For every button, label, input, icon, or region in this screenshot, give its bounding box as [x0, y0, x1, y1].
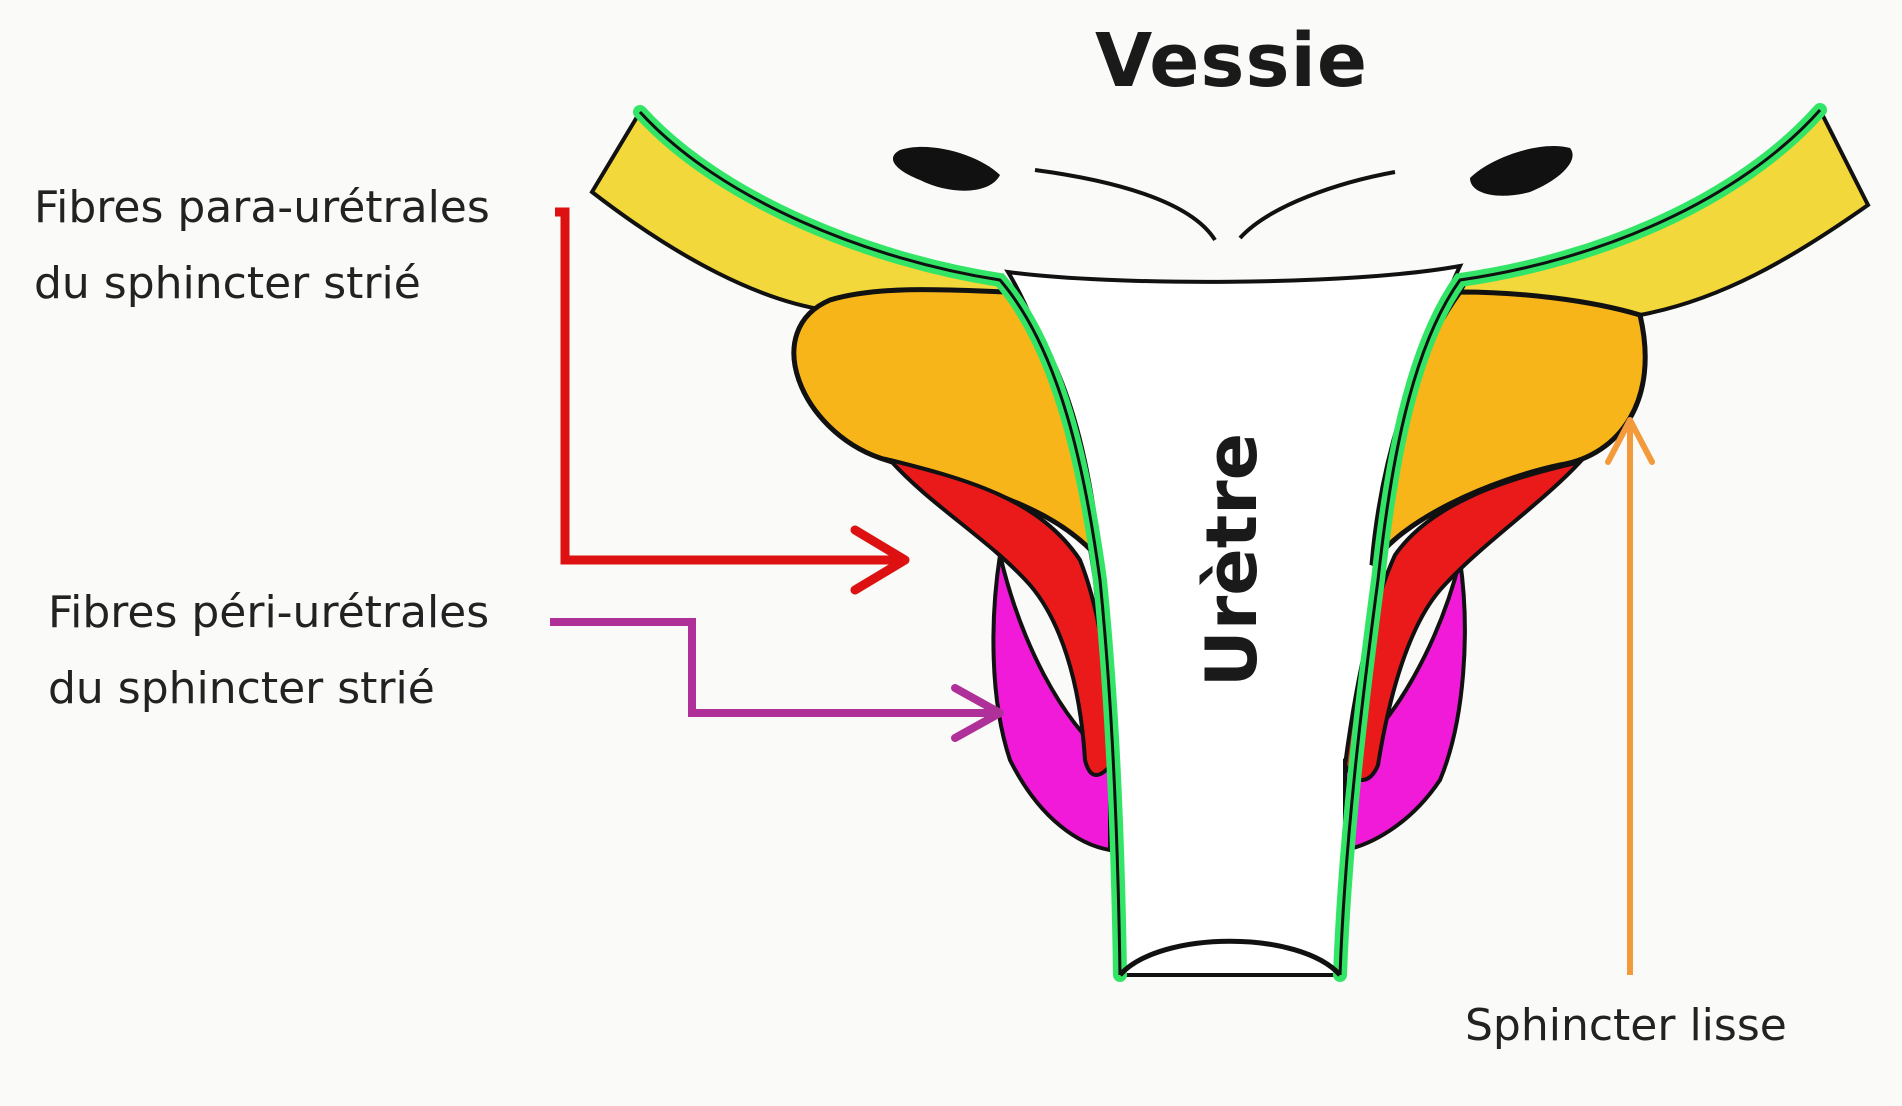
peri-urethral-arrow-line [550, 618, 1000, 717]
para-urethral-fibres-label: Fibres para-urétrales du sphincter strié [34, 170, 490, 322]
para-urethral-label-line1: Fibres para-urétrales [34, 182, 490, 233]
left-pink-layer [991, 554, 1112, 853]
right-pink-layer [1343, 559, 1467, 853]
para-urethral-arrow-line [555, 207, 905, 565]
peri-urethral-arrowhead [951, 684, 1004, 742]
urethra-bottom-edge [1118, 938, 1342, 977]
peri-urethral-label-line1: Fibres péri-urétrales [48, 587, 490, 638]
left-green-outline [638, 110, 1122, 976]
left-ureteric-orifice [892, 146, 1000, 191]
smooth-sphincter-label: Sphincter lisse [1465, 1000, 1787, 1051]
peri-urethral-fibres-label: Fibres péri-urétrales du sphincter strié [48, 575, 489, 727]
bladder-title: Vessie [1095, 18, 1369, 104]
right-yellow-band [1456, 106, 1871, 318]
smooth-sphincter-arrowhead [1605, 417, 1655, 465]
right-bladder-fold [1238, 170, 1396, 240]
peri-urethral-label-line2: du sphincter strié [48, 663, 435, 714]
right-ureteric-orifice [1470, 146, 1573, 196]
left-red-layer [884, 456, 1118, 777]
para-urethral-label-line2: du sphincter strié [34, 258, 421, 309]
right-green-outline [1338, 109, 1822, 976]
para-urethral-arrowhead [850, 525, 910, 595]
left-yellow-band [589, 108, 1012, 313]
urethra-label: Urètre [1191, 432, 1273, 688]
right-orange-mass [1369, 289, 1648, 567]
left-bladder-fold [1034, 168, 1217, 242]
